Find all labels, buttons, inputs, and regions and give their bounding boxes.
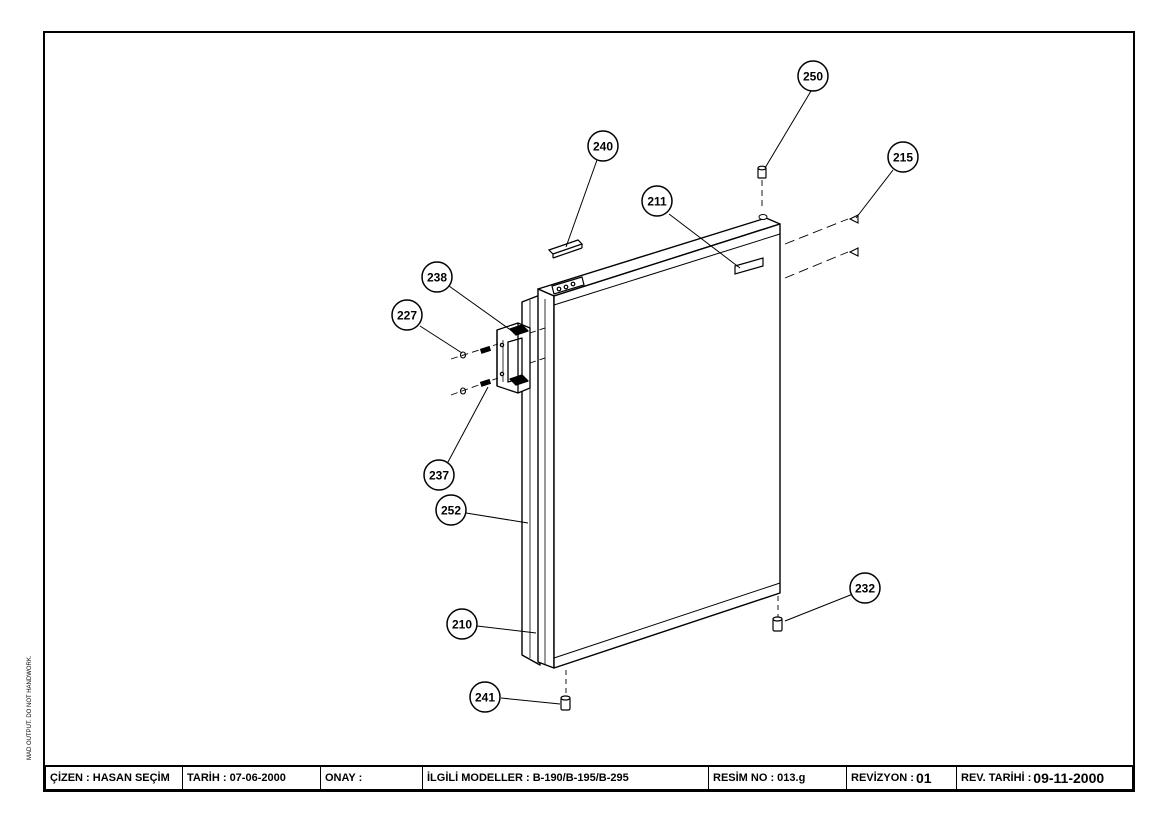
title-block: ÇİZEN : HASAN SEÇİM TARİH : 07-06-2000 O… xyxy=(44,765,1134,791)
door-inner-bottom-line xyxy=(553,582,781,659)
screw-237-axis xyxy=(450,377,499,396)
tarih-cell: TARİH : 07-06-2000 xyxy=(183,767,321,789)
callout-215: 215 xyxy=(887,141,919,173)
revizyon-value: 01 xyxy=(915,770,932,786)
part-240-plate xyxy=(547,239,584,259)
door-top-hole xyxy=(758,214,768,220)
onay-cell: ONAY : xyxy=(321,767,423,789)
part-227-237-screws xyxy=(459,345,492,395)
callout-237: 237 xyxy=(423,459,455,491)
hinge-axis-top xyxy=(529,326,549,334)
revizyon-label: REVİZYON : xyxy=(851,772,914,784)
callout-211: 211 xyxy=(641,185,673,217)
door-top-socket xyxy=(551,276,585,295)
callout-250: 250 xyxy=(797,60,829,92)
svg-text:210: 210 xyxy=(452,618,472,632)
rev-tarihi-label: REV. TARİHİ : xyxy=(961,772,1032,784)
cizen-text: ÇİZEN : HASAN SEÇİM xyxy=(50,772,170,784)
resim-no-cell: RESİM NO : 013.g xyxy=(709,767,847,789)
part-238-hinge-block xyxy=(496,322,531,394)
callout-240: 240 xyxy=(587,130,619,162)
tarih-text: TARİH : 07-06-2000 xyxy=(187,772,286,784)
onay-text: ONAY : xyxy=(325,772,363,784)
door-front-face xyxy=(553,223,781,669)
rev-tarihi-value: 09-11-2000 xyxy=(1033,770,1105,786)
svg-text:215: 215 xyxy=(893,151,913,165)
callout-252: 252 xyxy=(435,494,467,526)
svg-text:250: 250 xyxy=(803,70,823,84)
part-215-screws xyxy=(848,214,859,257)
callout-210: 210 xyxy=(446,608,478,640)
svg-text:227: 227 xyxy=(397,309,417,323)
svg-text:211: 211 xyxy=(647,195,667,209)
svg-text:252: 252 xyxy=(441,504,461,518)
side-note: MAD OUTPUT. DO NOT HANDWORK. xyxy=(27,655,33,760)
svg-text:232: 232 xyxy=(855,582,875,596)
callout-232: 232 xyxy=(849,572,881,604)
screw-215-axis-bottom xyxy=(784,251,849,279)
callout-238: 238 xyxy=(421,261,453,293)
modeller-cell: İLGİLİ MODELLER : B-190/B-195/B-295 xyxy=(423,767,709,789)
door-panel xyxy=(521,217,781,669)
part-250-pin xyxy=(757,165,767,179)
leader-lines xyxy=(419,90,894,705)
sheet-border xyxy=(43,31,1135,792)
door-left-face xyxy=(537,288,555,669)
door-inner-top-line xyxy=(553,233,781,306)
revizyon-cell: REVİZYON :01 xyxy=(847,767,957,789)
hinge-axis-bottom xyxy=(529,356,549,364)
svg-text:238: 238 xyxy=(427,271,447,285)
part-232-foot xyxy=(772,616,783,632)
label-plate-211 xyxy=(734,257,764,275)
svg-text:241: 241 xyxy=(475,691,495,705)
modeller-text: İLGİLİ MODELLER : B-190/B-195/B-295 xyxy=(427,772,629,784)
callout-241: 241 xyxy=(469,681,501,713)
svg-text:237: 237 xyxy=(429,469,449,483)
svg-text:240: 240 xyxy=(593,140,613,154)
screw-227-axis xyxy=(450,343,499,360)
part-241-foot xyxy=(560,695,571,711)
cizen-cell: ÇİZEN : HASAN SEÇİM xyxy=(46,767,183,789)
resim-no-text: RESİM NO : 013.g xyxy=(713,772,806,784)
screw-215-axis-top xyxy=(784,218,849,245)
rev-tarihi-cell: REV. TARİHİ :09-11-2000 xyxy=(957,767,1132,789)
callout-227: 227 xyxy=(391,299,423,331)
